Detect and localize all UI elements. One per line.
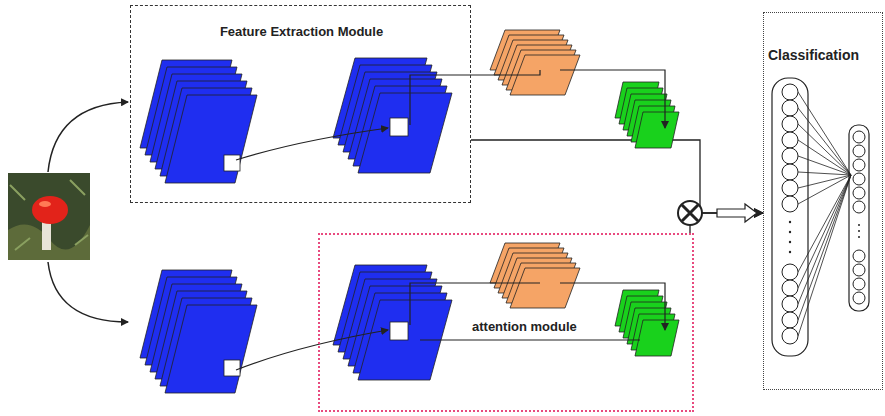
module-heading: attention module	[472, 319, 577, 334]
feature-lines	[236, 70, 665, 370]
feature-map-stack	[333, 265, 452, 380]
module-frame: Classification	[763, 12, 883, 390]
feature-map-stack	[140, 270, 257, 393]
fc-layers	[772, 78, 869, 356]
module-frame: attention module	[318, 233, 694, 412]
hollow-arrow	[717, 204, 757, 222]
input-image	[8, 173, 90, 260]
feature-map-stack	[490, 30, 580, 95]
feature-map-stack	[490, 243, 580, 308]
feature-map-stack	[140, 60, 257, 183]
feature-map-stack	[615, 290, 679, 356]
module-frame: Feature Extraction Module	[130, 5, 471, 203]
module-heading: Feature Extraction Module	[220, 24, 383, 39]
connector	[471, 140, 763, 213]
module-heading: Classification	[768, 47, 859, 63]
feature-stacks	[140, 30, 679, 393]
feature-map-stack	[615, 82, 679, 148]
input-arrow	[48, 102, 128, 172]
input-arrow	[48, 262, 128, 322]
